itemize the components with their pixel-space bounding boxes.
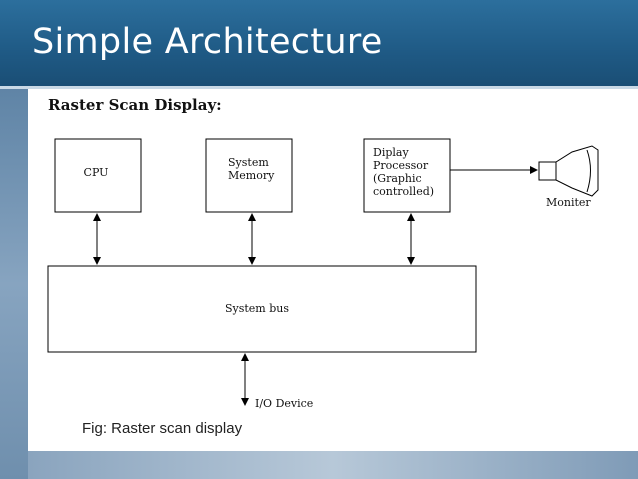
monitor-icon <box>538 145 599 197</box>
memory-label-line1: System <box>228 156 269 169</box>
title-bar: Simple Architecture <box>0 0 638 89</box>
system-bus-label: System bus <box>225 302 289 315</box>
processor-label-line2: Processor <box>373 159 429 172</box>
slide-title: Simple Architecture <box>32 22 383 62</box>
processor-label-line4: controlled) <box>373 185 434 198</box>
processor-label-line3: (Graphic <box>373 172 422 185</box>
processor-label-line1: Diplay <box>373 146 409 159</box>
bottom-decoration <box>28 451 638 479</box>
system-bus-box <box>47 265 477 353</box>
memory-label-line2: Memory <box>228 169 275 182</box>
io-device-label: I/O Device <box>255 397 313 410</box>
display-processor-box <box>363 138 451 213</box>
cpu-box <box>54 138 142 213</box>
monitor-label: Moniter <box>546 196 591 209</box>
figure-caption: Fig: Raster scan display <box>82 420 243 437</box>
cpu-label: CPU <box>84 166 109 179</box>
diagram-heading: Raster Scan Display: <box>48 96 222 114</box>
memory-box <box>205 138 293 213</box>
left-decoration <box>0 89 28 479</box>
